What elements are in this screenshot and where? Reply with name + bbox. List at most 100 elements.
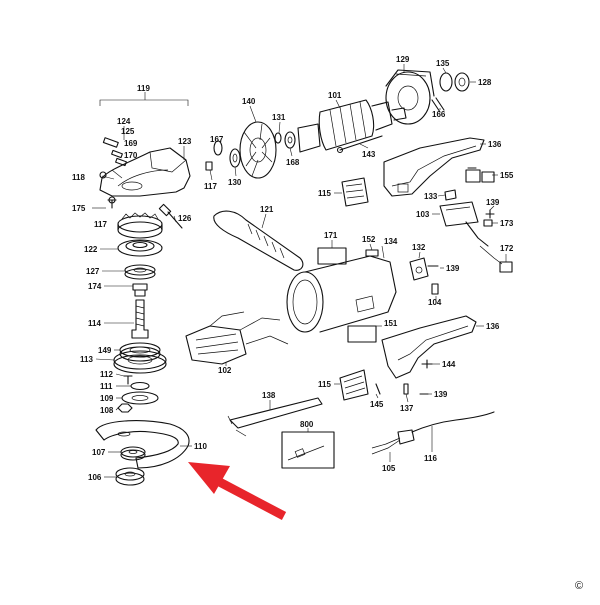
power-cord-116 [411, 411, 495, 433]
part-label: 175 [72, 204, 86, 213]
part-label: 136 [486, 322, 500, 331]
part-label: 129 [396, 55, 410, 64]
pin-137 [403, 383, 409, 395]
part-label: 114 [88, 319, 101, 328]
part-label: 151 [384, 319, 398, 328]
part-label: 134 [384, 237, 398, 246]
highlight-arrow [188, 462, 287, 520]
gear-head-assembly [95, 92, 191, 486]
screw-117b [205, 161, 213, 171]
arrow-head [188, 462, 230, 494]
part-label: 110 [194, 442, 207, 451]
part-label: 126 [178, 214, 192, 223]
part-label: 105 [382, 464, 396, 473]
part-label: 138 [262, 391, 276, 400]
part-label: 128 [478, 78, 492, 87]
armature-assembly [205, 69, 470, 179]
part-label: 140 [242, 97, 256, 106]
part-label: 139 [434, 390, 448, 399]
part-labels: 119 124 125 169 170 123 118 175 117 126 … [72, 55, 514, 482]
copyright-mark: © [575, 580, 584, 592]
washer-130 [229, 148, 241, 168]
part-label: 115 [318, 380, 331, 389]
part-label: 152 [362, 235, 376, 244]
screw-124 [102, 137, 119, 148]
pin-170 [115, 157, 127, 167]
part-label: 111 [100, 382, 113, 391]
ring-135 [439, 72, 453, 92]
part-label: 121 [260, 205, 274, 214]
part-label: 136 [488, 140, 502, 149]
flange-107 [120, 446, 146, 461]
part-label: 118 [72, 173, 85, 182]
screw-112 [123, 375, 133, 385]
bearing-127 [124, 264, 156, 280]
part-label: 115 [318, 189, 331, 198]
spring-145 [375, 383, 381, 395]
switch-cover-115b [339, 369, 369, 401]
part-label: 127 [86, 267, 100, 276]
spring-104 [431, 283, 439, 295]
bearing-plate-122 [117, 239, 163, 257]
part-label: 102 [218, 366, 232, 375]
part-label: 149 [98, 346, 112, 355]
part-label: 122 [84, 245, 98, 254]
part-label: 131 [272, 113, 286, 122]
part-label: 174 [88, 282, 102, 291]
part-label: 117 [94, 220, 107, 229]
brush-holder-132 [409, 257, 429, 281]
part-label: 171 [324, 231, 338, 240]
bar-138 [227, 397, 323, 437]
part-label: 166 [432, 110, 446, 119]
part-label: 117 [204, 182, 217, 191]
fan-140 [239, 121, 277, 179]
part-label: 119 [137, 84, 150, 93]
part-label: 173 [500, 219, 514, 228]
part-label: 107 [92, 448, 106, 457]
part-label: 103 [416, 210, 430, 219]
motor-housing-134 [286, 255, 397, 333]
part-label: 112 [100, 370, 113, 379]
bearing-housing-129 [385, 69, 435, 125]
part-label: 167 [210, 135, 224, 144]
part-label: 170 [124, 151, 138, 160]
bevel-gear [117, 212, 163, 239]
part-label: 104 [428, 298, 442, 307]
arrow-shaft [209, 474, 287, 520]
washer-168 [284, 131, 296, 149]
spindle-114 [131, 299, 149, 339]
part-label: 168 [286, 158, 300, 167]
cable-clamp-173 [483, 219, 493, 227]
screw-144 [421, 359, 433, 369]
switch-cover-115a [341, 177, 369, 207]
cable-105 [371, 429, 415, 455]
pinion-174 [132, 283, 148, 297]
strain-relief-152 [365, 249, 379, 257]
washer-131 [274, 132, 282, 144]
part-label: 155 [500, 171, 514, 180]
part-label: 145 [370, 400, 384, 409]
part-label: 108 [100, 406, 114, 415]
part-label: 125 [121, 127, 135, 136]
label-151 [347, 325, 377, 343]
flange-113 [113, 350, 167, 374]
screw-139a [485, 209, 495, 219]
part-label: 123 [178, 137, 192, 146]
o-ring-111 [130, 381, 150, 391]
part-label: 106 [88, 473, 102, 482]
part-label: 143 [362, 150, 376, 159]
rear-handle-lower-136 [381, 315, 477, 379]
field-coil-102 [185, 311, 289, 365]
brush-holder-133 [444, 189, 457, 201]
screw-143 [339, 135, 383, 151]
part-label: 133 [424, 192, 438, 201]
rear-handle-upper-136 [383, 137, 485, 197]
part-label: 113 [80, 355, 93, 364]
screw-118 [99, 171, 107, 179]
part-label: 135 [436, 59, 450, 68]
part-label: 800 [300, 420, 314, 429]
side-handle-121 [213, 210, 304, 271]
spindle-lock-126 [167, 211, 183, 229]
part-label: 144 [442, 360, 456, 369]
